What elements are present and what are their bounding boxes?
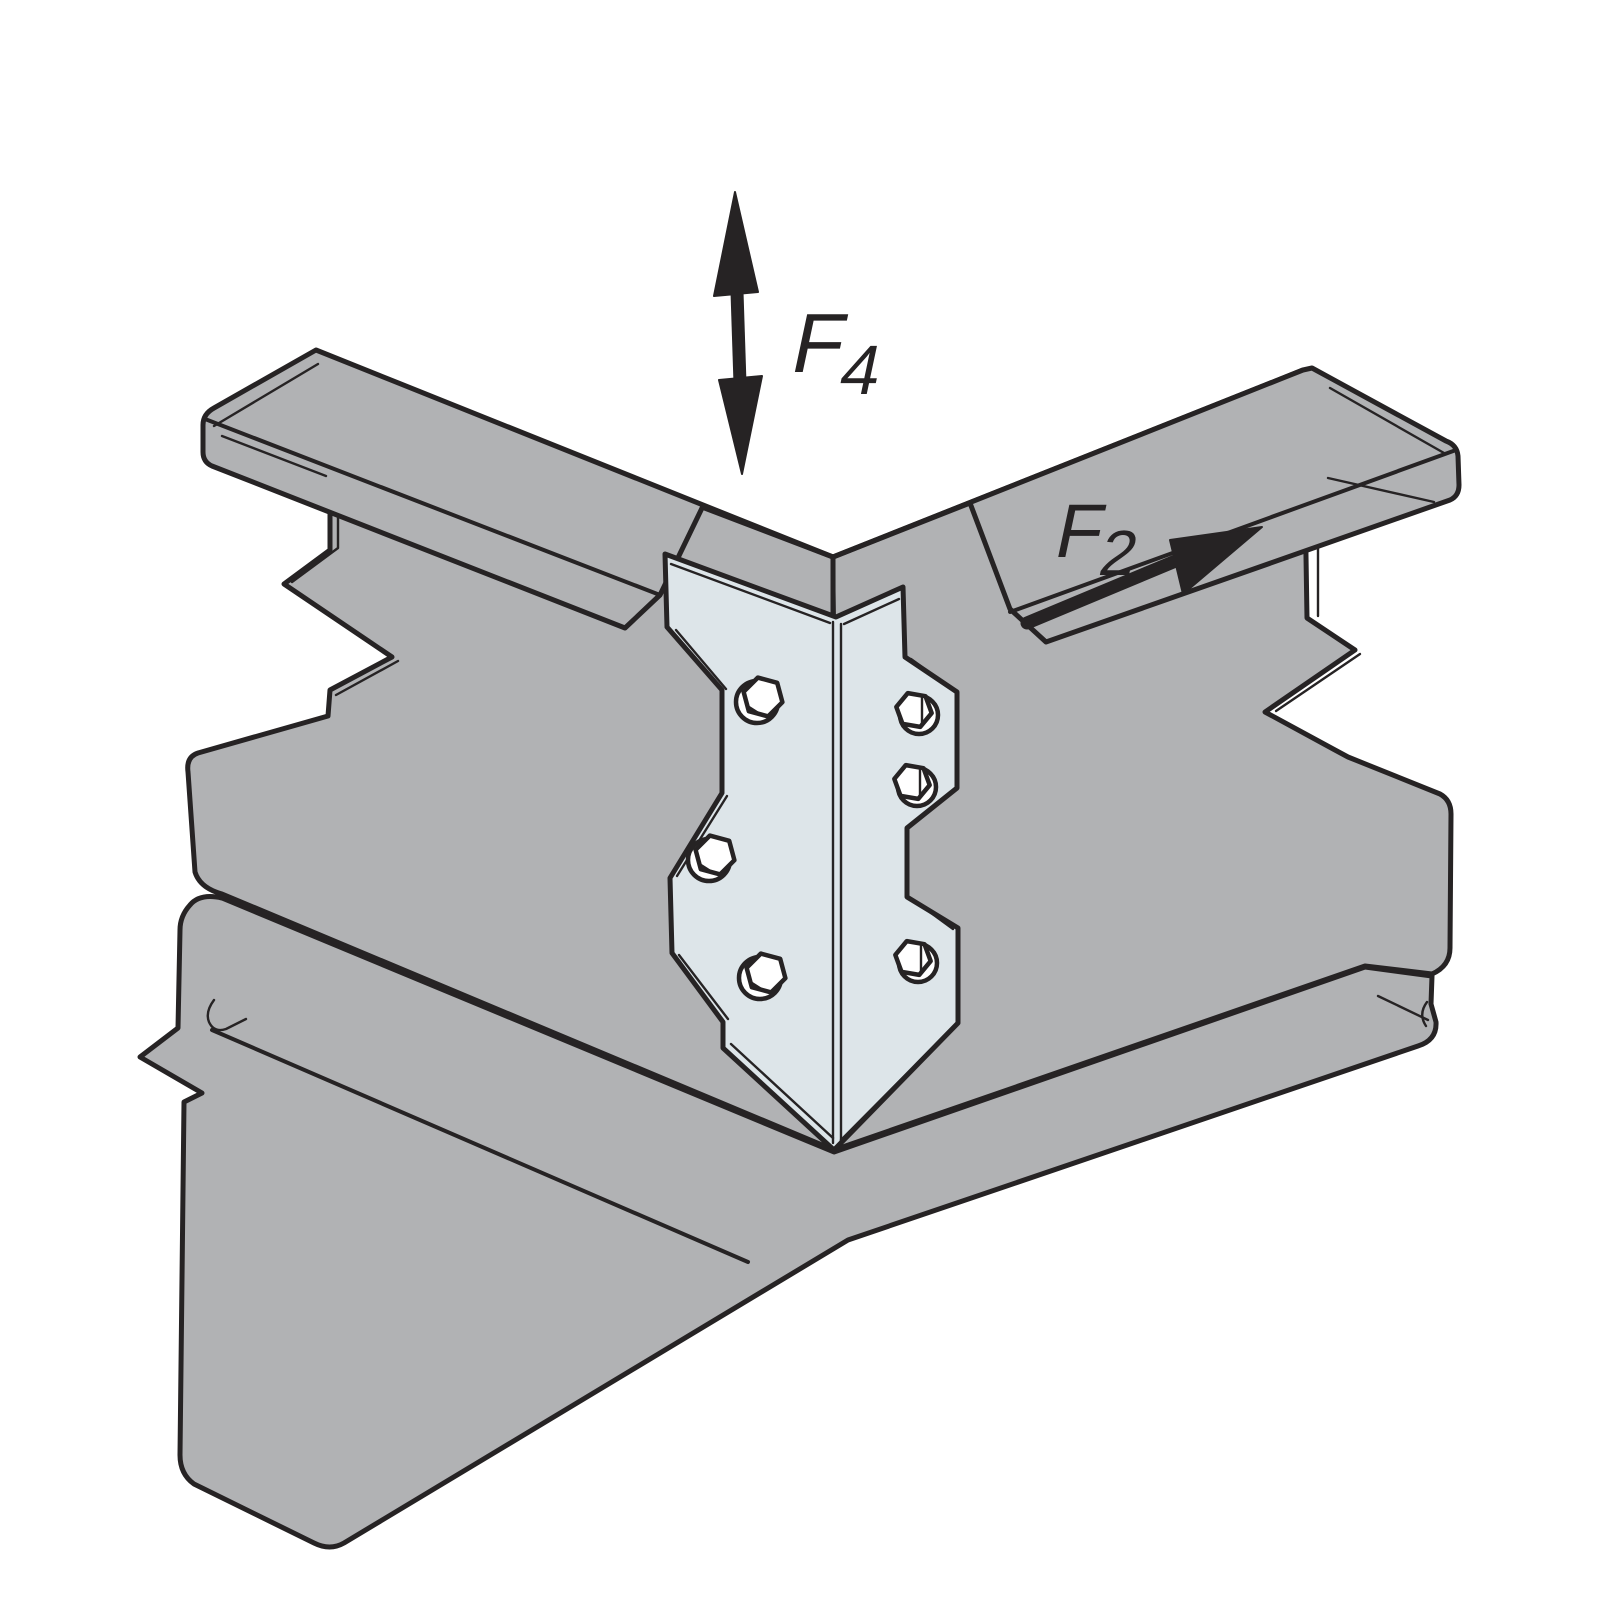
bolt-facet-line xyxy=(750,981,765,992)
right-member-web xyxy=(830,367,1454,1153)
bolt-hex-head xyxy=(894,690,934,730)
double-headed-vertical-arrow-icon-down xyxy=(718,375,763,475)
clip-thickness-bevel-1 xyxy=(674,628,728,691)
force-arrow-f2: F2 xyxy=(1020,489,1263,630)
bolt-hex-head xyxy=(744,951,788,995)
f2-arrow-shaft xyxy=(1020,553,1185,630)
clip-thickness-top-left xyxy=(669,562,832,625)
bolt-facet-line xyxy=(699,863,714,874)
bolt-hex-head xyxy=(893,938,933,978)
bottom-flanges xyxy=(137,894,1439,1550)
double-headed-vertical-arrow-icon-up xyxy=(713,191,759,297)
bottom-lip-curl-right xyxy=(1421,1000,1429,1028)
diagonal-right-arrow-icon xyxy=(1169,526,1263,595)
left-flange-front-edge xyxy=(203,417,662,597)
bolt-facet-line xyxy=(747,705,762,716)
right-channel-member xyxy=(830,365,1462,1153)
bottom-flange-surface xyxy=(137,894,1439,1550)
bolt-hex-head xyxy=(741,675,785,719)
right-flange-inner-fold xyxy=(1326,476,1436,504)
left-flange-inner-fold xyxy=(220,434,328,478)
bolt-left-top xyxy=(733,675,785,726)
clip-thickness-bevel-4 xyxy=(909,657,954,691)
bolt-hex-head xyxy=(693,833,737,877)
clip-thickness-top-right xyxy=(842,597,901,626)
bolt-hex-head xyxy=(892,762,932,802)
bolt-right-middle xyxy=(892,762,939,809)
clip-angle-connector xyxy=(662,551,961,1153)
bolt-left-middle xyxy=(685,833,737,884)
clip-thickness-bevel-2 xyxy=(675,794,729,878)
clip-thickness-bevel-3 xyxy=(677,953,730,1021)
right-member-top-flange xyxy=(830,365,1462,645)
right-flange-inner-edge xyxy=(1328,386,1446,455)
bottom-flange-lip-fold-right xyxy=(1376,994,1430,1022)
clip-thickness-bevel-5 xyxy=(910,897,955,931)
bolt-right-bottom xyxy=(893,938,940,985)
right-web-cut-thickness-2 xyxy=(1274,652,1362,713)
left-flange-inner-edge xyxy=(212,362,320,428)
clip-thickness-bottom-left xyxy=(729,1042,835,1140)
bottom-flange-lip-fold-left xyxy=(210,1028,750,1264)
f4-label: F4 xyxy=(780,296,896,409)
corner-edge xyxy=(831,558,836,624)
force-arrow-f4: F4 xyxy=(713,191,896,475)
clip-thickness-bottom-right xyxy=(839,1026,954,1142)
bottom-lip-curl-left xyxy=(206,998,248,1032)
bolt-left-bottom xyxy=(736,951,788,1002)
left-web-cut-thickness-2 xyxy=(334,659,400,697)
bolt-right-top xyxy=(894,690,941,737)
